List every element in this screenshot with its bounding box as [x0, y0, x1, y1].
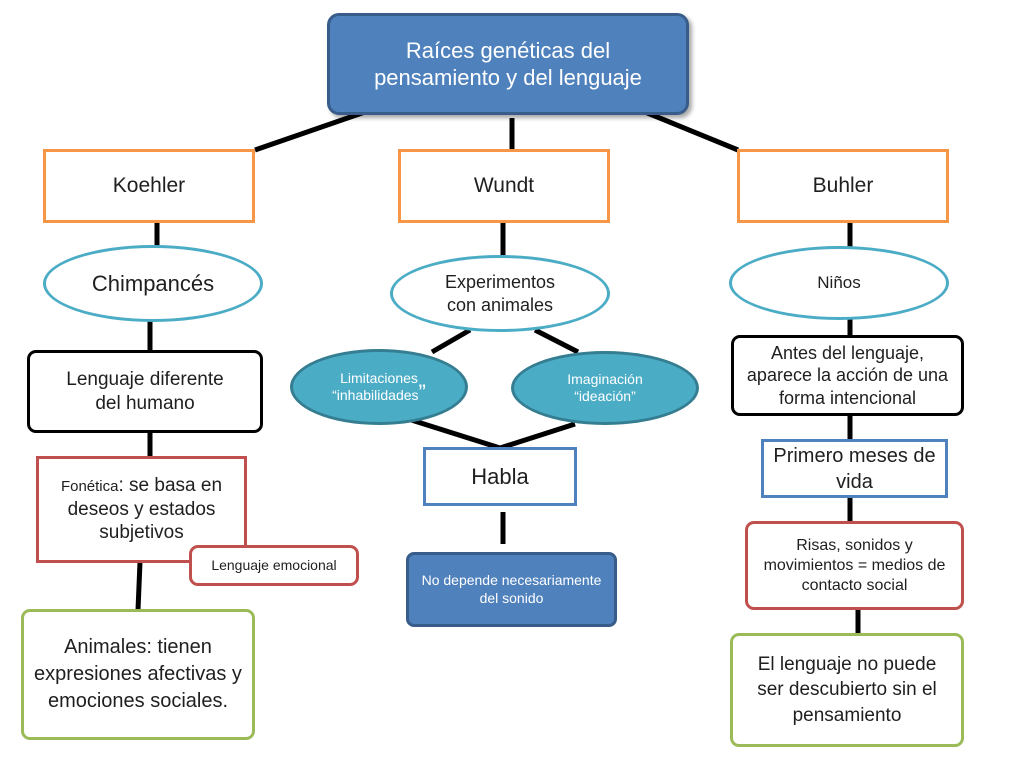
connector-fonetica-animals	[135, 561, 143, 611]
animals-conclusion-text: Animales: tienen expresiones afectivas y…	[34, 636, 242, 712]
imagination-line2: “ideación”	[574, 388, 636, 404]
animals-conclusion-box: Animales: tienen expresiones afectivas y…	[21, 609, 255, 740]
root-title-line1: Raíces genéticas del	[405, 37, 611, 63]
first-months-box: Primero meses de vida	[761, 439, 948, 498]
root-title-box: Raíces genéticas del pensamiento y del l…	[327, 13, 689, 115]
limitations-line1: Limitaciones	[340, 369, 418, 386]
emotional-language-box: Lenguaje emocional	[189, 545, 359, 586]
phonetics-label: Fonética	[60, 477, 119, 495]
children-ellipse: Niños	[729, 246, 949, 320]
animal-experiments-line1: Experimentos	[444, 272, 556, 292]
thought-conclusion-text: El lenguaje no puede ser descubierto sin…	[757, 653, 937, 726]
imagination-ellipse: Imaginación “ideación”	[511, 351, 699, 425]
koehler-box: Koehler	[43, 149, 255, 223]
phonetics-text: : se basa en deseos y estados subjetivos	[67, 474, 223, 544]
phonetics-box: Fonética: se basa en deseos y estados su…	[36, 456, 247, 563]
sound-independence-text: No depende necesariamente del sonido	[421, 572, 602, 606]
speech-label: Habla	[471, 463, 529, 489]
connector-exp-limit	[430, 327, 472, 355]
thought-conclusion-box: El lenguaje no puede ser descubierto sin…	[730, 633, 964, 747]
children-label: Niños	[817, 273, 861, 293]
limitations-line2-wrap: “inhabilidades”	[332, 382, 426, 405]
speech-box: Habla	[423, 447, 577, 506]
sound-independence-box: No depende necesariamente del sonido	[406, 552, 617, 627]
social-contact-box: Risas, sonidos y movimientos = medios de…	[745, 521, 964, 610]
imagination-line1: Imaginación	[567, 370, 643, 387]
different-language-line2: del humano	[95, 392, 195, 414]
connector-limit-speech	[404, 415, 501, 451]
intentional-action-text: Antes del lenguaje, aparece la acción de…	[746, 342, 949, 408]
wundt-title: Wundt	[473, 173, 535, 197]
connector-root-buhler	[644, 109, 739, 153]
chimpanzees-ellipse: Chimpancés	[43, 245, 263, 322]
limitations-close-quote: ”	[418, 380, 426, 405]
chimpanzees-label: Chimpancés	[91, 270, 215, 296]
connector-exp-imag	[533, 327, 580, 355]
connector-root-koehler	[254, 109, 366, 153]
wundt-box: Wundt	[398, 149, 610, 223]
intentional-action-box: Antes del lenguaje, aparece la acción de…	[731, 335, 964, 416]
social-contact-text: Risas, sonidos y movimientos = medios de…	[763, 536, 946, 594]
emotional-language-label: Lenguaje emocional	[211, 556, 337, 573]
first-months-text: Primero meses de vida	[773, 444, 936, 493]
animal-experiments-ellipse: Experimentos con animales	[390, 255, 610, 332]
different-language-box: Lenguaje diferente del humano	[27, 350, 263, 433]
different-language-line1: Lenguaje diferente	[66, 368, 224, 390]
buhler-title: Buhler	[812, 173, 874, 197]
limitations-ellipse: Limitaciones “inhabilidades”	[290, 349, 468, 425]
buhler-box: Buhler	[737, 149, 949, 223]
limitations-line2: “inhabilidades	[332, 387, 419, 403]
connector-imag-speech	[499, 421, 576, 451]
animal-experiments-line2: con animales	[446, 294, 554, 315]
root-title-line2: pensamiento y del lenguaje	[374, 65, 642, 90]
koehler-title: Koehler	[112, 173, 186, 197]
